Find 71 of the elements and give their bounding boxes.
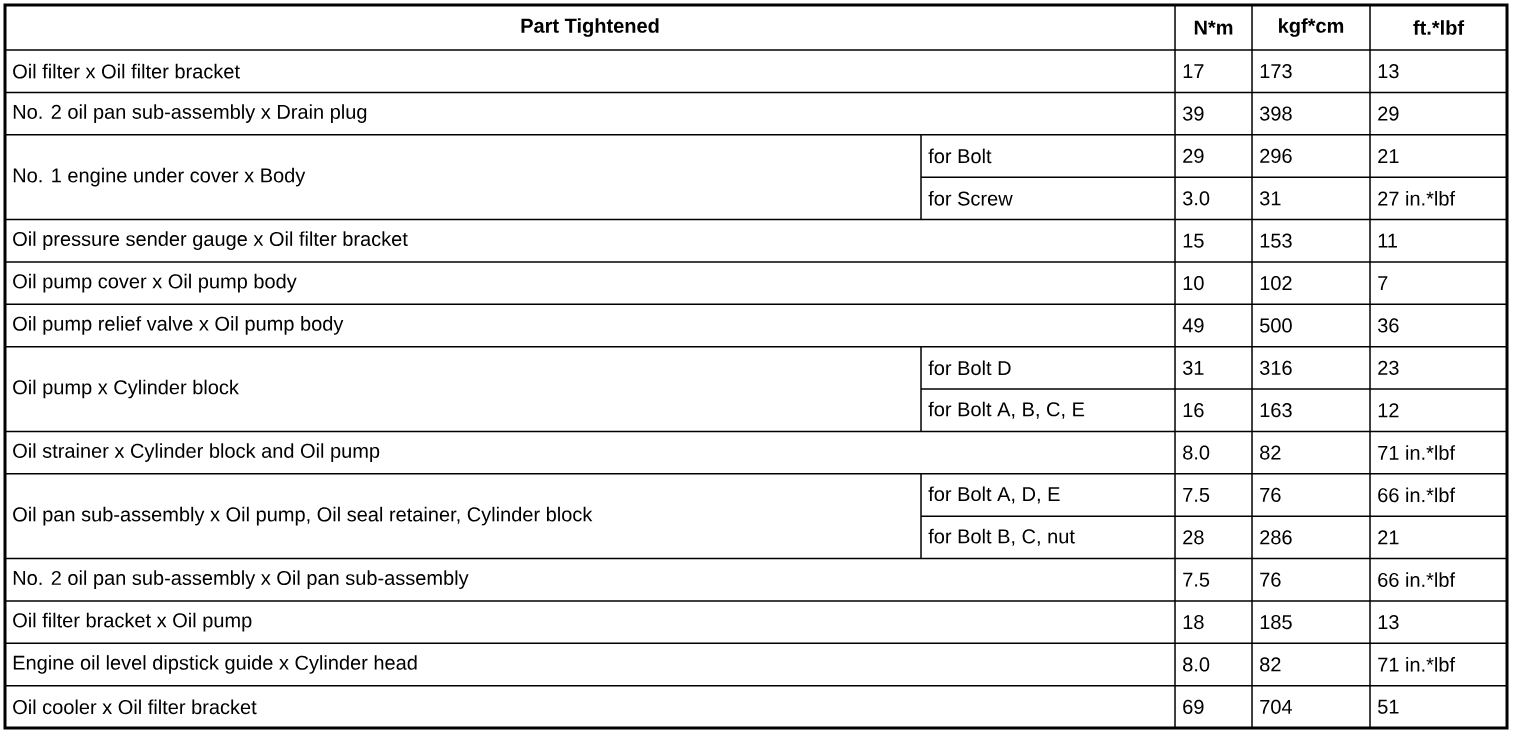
cell-text: 76	[1260, 487, 1281, 502]
header-text: N*m	[1194, 20, 1233, 35]
cell-text: 27 in.*lbf	[1378, 190, 1456, 206]
cell-text: for Bolt A, B, C, E	[928, 401, 1085, 419]
cell-text: 29	[1183, 148, 1204, 163]
cell-text: 163	[1260, 403, 1292, 418]
cell-text: 51	[1378, 699, 1399, 714]
cell-text: 16	[1183, 403, 1204, 418]
cell-text: Oil pan sub-assembly x Oil pump, Oil seal retainer, Cylinder block	[13, 506, 593, 526]
cell-text: Oil filter bracket x Oil pump	[13, 612, 252, 632]
cell-text: 23	[1378, 360, 1399, 375]
cell-text: 173	[1260, 64, 1292, 79]
cell-text: 316	[1260, 360, 1292, 375]
cell-text: No. 1 engine under cover x Body	[13, 167, 306, 187]
cell-text: 82	[1260, 445, 1281, 460]
cell-text: 7	[1378, 276, 1388, 290]
cell-text: 71 in.*lbf	[1378, 445, 1456, 460]
cell-text: for Bolt B, C, nut	[928, 528, 1075, 546]
cell-text: 296	[1260, 148, 1292, 163]
header-text: kgf*cm	[1279, 18, 1344, 37]
cell-text: for Screw	[928, 191, 1013, 206]
cell-text: 8.0	[1183, 445, 1210, 460]
cell-text: 13	[1378, 64, 1399, 79]
cell-text: 82	[1260, 657, 1281, 672]
cell-text: 76	[1260, 572, 1281, 587]
cell-text: 69	[1183, 699, 1204, 714]
header-text: ft.*lbf	[1413, 20, 1465, 35]
cell-text: 66 in.*lbf	[1378, 487, 1456, 503]
cell-text: 398	[1260, 106, 1292, 121]
cell-text: No. 2 oil pan sub-assembly x Drain plug	[13, 104, 367, 123]
cell-text: 15	[1183, 233, 1204, 248]
cell-text: 7.5	[1183, 487, 1210, 502]
cell-text: 31	[1260, 191, 1281, 206]
cell-text: 39	[1183, 106, 1204, 121]
cell-text: 18	[1183, 615, 1204, 630]
cell-text: 49	[1182, 318, 1204, 333]
cell-text: 185	[1260, 615, 1292, 630]
cell-text: 3.0	[1183, 191, 1210, 206]
cell-text: 29	[1378, 106, 1399, 121]
cell-text: Oil pressure sender gauge x Oil filter bracket	[13, 231, 408, 250]
cell-text: 500	[1260, 318, 1292, 333]
cell-text: 66 in.*lbf	[1378, 572, 1456, 588]
cell-text: 102	[1260, 276, 1292, 291]
cell-text: 71 in.*lbf	[1378, 657, 1456, 672]
cell-text: 17	[1183, 64, 1204, 79]
cell-text: Oil pump x Cylinder block	[13, 379, 239, 399]
cell-text: 21	[1378, 148, 1399, 163]
cell-text: Oil pump relief valve x Oil pump body	[13, 316, 344, 335]
cell-text: Oil strainer x Cylinder block and Oil pump	[13, 443, 380, 462]
cell-text: 31	[1183, 360, 1204, 375]
cell-text: for Bolt	[928, 148, 992, 164]
cell-text: Oil pump cover x Oil pump body	[13, 273, 297, 293]
cell-text: 13	[1378, 615, 1399, 630]
cell-text: for Bolt A, D, E	[928, 486, 1060, 504]
cell-text: Oil cooler x Oil filter bracket	[13, 699, 257, 715]
cell-text: No. 2 oil pan sub-assembly x Oil pan sub-assembly	[13, 570, 469, 589]
cell-text: 28	[1183, 530, 1204, 545]
cell-text: 704	[1260, 699, 1292, 714]
cell-text: Oil filter x Oil filter bracket	[13, 63, 240, 79]
cell-text: 8.0	[1183, 657, 1210, 672]
cell-text: 12	[1378, 403, 1399, 418]
cell-text: 7.5	[1183, 572, 1210, 587]
cell-text: 286	[1260, 530, 1292, 545]
cell-text: Engine oil level dipstick guide x Cylinder head	[13, 655, 417, 674]
header-text: Part Tightened	[521, 18, 659, 37]
cell-text: for Bolt D	[928, 360, 1011, 376]
cell-text: 10	[1183, 276, 1204, 291]
cell-text: 11	[1378, 233, 1397, 248]
cell-text: 36	[1378, 318, 1399, 333]
cell-text: 21	[1378, 530, 1399, 545]
cell-text: 153	[1260, 233, 1292, 248]
